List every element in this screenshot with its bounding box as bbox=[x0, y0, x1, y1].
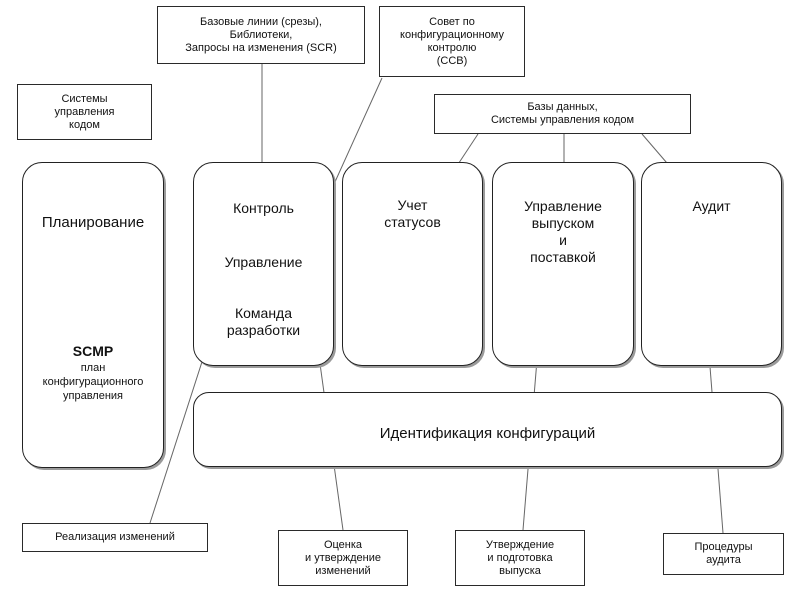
planning-title: Планирование bbox=[41, 214, 145, 231]
code-systems-line-1: Системы bbox=[61, 92, 108, 105]
release-line-4: поставкой bbox=[530, 249, 596, 265]
planning-box: Планирование SCMP план конфигурационного… bbox=[22, 162, 164, 468]
status-line-1: Учет bbox=[397, 197, 428, 213]
release-approval-box: Утверждение и подготовка выпуска bbox=[455, 530, 585, 586]
databases-box: Базы данных, Системы управления кодом bbox=[434, 94, 691, 134]
scmp-description: план конфигурационного управления bbox=[23, 361, 163, 403]
databases-line-1: Базы данных, bbox=[527, 101, 598, 113]
release-approval-line-1: Утверждение bbox=[485, 538, 555, 551]
scmp-title: SCMP bbox=[72, 343, 114, 359]
ccb-line-2: конфигурационному bbox=[400, 28, 504, 41]
ccb-line-1: Совет по bbox=[429, 15, 475, 28]
dev-team-line-2: разработки bbox=[226, 322, 301, 338]
scmp-desc-line-3: управления bbox=[63, 390, 123, 402]
code-systems-box: Системы управления кодом bbox=[17, 84, 152, 140]
release-line-1: Управление bbox=[524, 198, 602, 214]
dev-team-title: Команда разработки bbox=[194, 305, 333, 339]
release-box: Управление выпуском и поставкой bbox=[492, 162, 634, 366]
baselines-box: Базовые линии (срезы), Библиотеки, Запро… bbox=[157, 6, 365, 64]
baselines-line-1: Базовые линии (срезы), bbox=[200, 15, 322, 28]
change-impl-line-1: Реализация изменений bbox=[55, 531, 175, 543]
control-title: Контроль bbox=[233, 200, 294, 216]
ccb-box: Совет по конфигурационному контролю (CCB… bbox=[379, 6, 525, 77]
release-approval-line-3: выпуска bbox=[499, 564, 541, 577]
databases-line-2: Системы управления кодом bbox=[490, 114, 635, 126]
release-approval-line-2: и подготовка bbox=[487, 551, 553, 564]
change-eval-box: Оценка и утверждение изменений bbox=[278, 530, 408, 586]
release-line-3: и bbox=[559, 232, 567, 248]
audit-procs-line-2: аудита bbox=[706, 554, 741, 566]
status-box: Учет статусов bbox=[342, 162, 483, 366]
dev-team-line-1: Команда bbox=[234, 305, 293, 321]
code-systems-line-3: кодом bbox=[69, 118, 100, 131]
change-impl-box: Реализация изменений bbox=[22, 523, 208, 552]
scmp-desc-line-2: конфигурационного bbox=[42, 376, 144, 388]
baselines-line-2: Библиотеки, bbox=[229, 28, 293, 41]
code-systems-line-2: управления bbox=[54, 105, 115, 118]
change-eval-line-3: изменений bbox=[315, 564, 371, 577]
control-box: Контроль Управление Команда разработки bbox=[193, 162, 334, 366]
scmp-desc-line-1: план bbox=[80, 362, 106, 374]
status-line-2: статусов bbox=[384, 214, 441, 230]
audit-title: Аудит bbox=[692, 198, 731, 214]
identification-box: Идентификация конфигураций bbox=[193, 392, 782, 467]
ccb-line-3: контролю bbox=[427, 41, 477, 54]
change-eval-line-1: Оценка bbox=[323, 538, 363, 551]
audit-box: Аудит bbox=[641, 162, 782, 366]
baselines-line-3: Запросы на изменения (SCR) bbox=[185, 41, 337, 54]
management-title: Управление bbox=[224, 254, 303, 270]
audit-procs-line-1: Процедуры bbox=[694, 541, 753, 553]
release-title: Управление выпуском и поставкой bbox=[493, 198, 633, 266]
audit-procs-box: Процедуры аудита bbox=[663, 533, 784, 575]
status-title: Учет статусов bbox=[343, 197, 482, 231]
identification-title: Идентификация конфигураций bbox=[379, 425, 596, 442]
ccb-line-4: (CCB) bbox=[436, 54, 468, 67]
release-line-2: выпуском bbox=[531, 215, 595, 231]
change-eval-line-2: и утверждение bbox=[305, 551, 381, 564]
